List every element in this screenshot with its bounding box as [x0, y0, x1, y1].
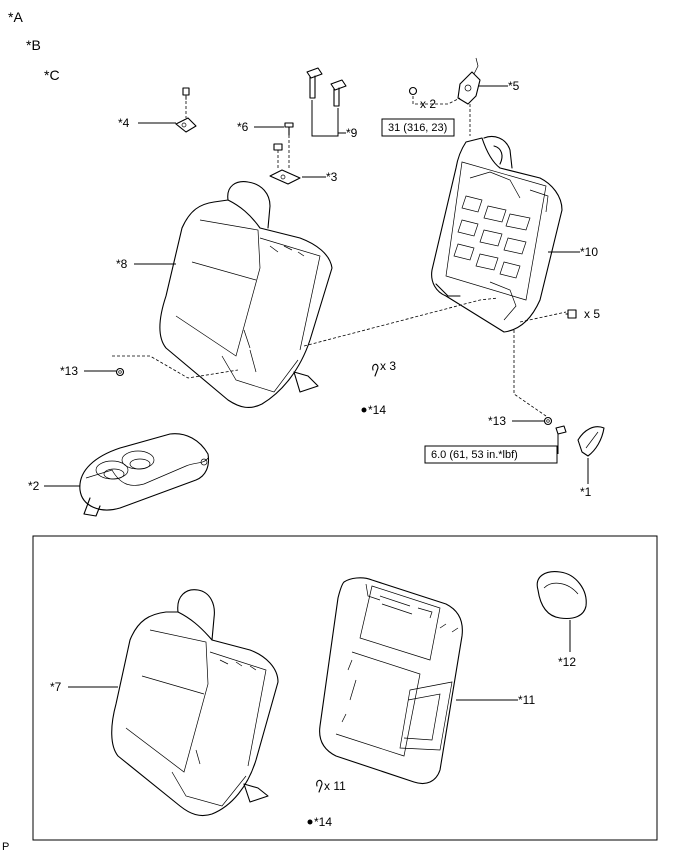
bolt-x5	[519, 309, 577, 323]
part-3-hinge-cover	[269, 135, 301, 185]
part-14-hog-ring-upper	[372, 363, 379, 377]
label-4: *4	[118, 116, 130, 130]
quantity-14-upper: x 3	[380, 359, 396, 373]
label-12: *12	[558, 655, 576, 669]
label-5: *5	[508, 79, 520, 93]
part-5-seatback-lock	[457, 57, 481, 136]
part-11-seatback-pad	[319, 577, 463, 785]
screw-torque-2	[555, 425, 567, 454]
label-14b: *14	[314, 815, 332, 829]
label-7: *7	[50, 680, 62, 694]
symbol-a: *A	[8, 9, 23, 25]
part-8-seatback-assembly	[159, 181, 333, 409]
label-6: *6	[237, 120, 249, 134]
component-group-box	[32, 535, 658, 841]
label-13a: *13	[60, 364, 78, 378]
bullet-14-lower	[307, 819, 313, 825]
part-9-headrest-support	[306, 67, 347, 107]
part-6-screw	[284, 122, 294, 136]
label-2: *2	[28, 479, 40, 493]
part-4-hinge-cover	[175, 87, 197, 133]
dash-frame-clip	[513, 330, 547, 417]
label-11: *11	[518, 693, 535, 707]
quantity-bolt: x 5	[584, 307, 600, 321]
bullet-14-upper	[361, 407, 367, 413]
legend-mark-p: P	[2, 841, 9, 852]
torque-value-2: 6.0 (61, 53 in.*lbf)	[431, 449, 518, 461]
dash-clip-seatback	[112, 355, 239, 379]
dash-frame-seatback	[303, 297, 499, 347]
part-13-clip-right	[543, 416, 553, 426]
label-14a: *14	[368, 403, 386, 417]
symbol-b: *B	[26, 37, 41, 53]
label-1: *1	[580, 485, 592, 499]
label-9: *9	[346, 126, 358, 140]
quantity-14-lower: x 11	[324, 779, 346, 793]
torque-value-1: 31 (316, 23)	[388, 122, 447, 134]
label-3: *3	[326, 170, 338, 184]
part-1-hinge-cover	[577, 426, 605, 457]
symbol-c: *C	[44, 67, 60, 83]
torque-box-1	[381, 118, 455, 137]
part-14-hog-ring-lower	[316, 779, 323, 793]
part-7-seatback-cover	[111, 589, 279, 817]
nut-x2	[408, 86, 461, 105]
part-10-seatback-frame	[431, 135, 563, 333]
label-13b: *13	[488, 414, 506, 428]
part-2-armrest	[79, 433, 210, 517]
part-13-clip-left	[115, 367, 125, 377]
quantity-nut: x 2	[420, 97, 436, 111]
leader-9a	[311, 100, 339, 137]
label-10: *10	[580, 245, 598, 259]
label-8: *8	[116, 257, 128, 271]
part-12-headrest	[536, 571, 587, 620]
torque-box-2	[424, 445, 558, 464]
